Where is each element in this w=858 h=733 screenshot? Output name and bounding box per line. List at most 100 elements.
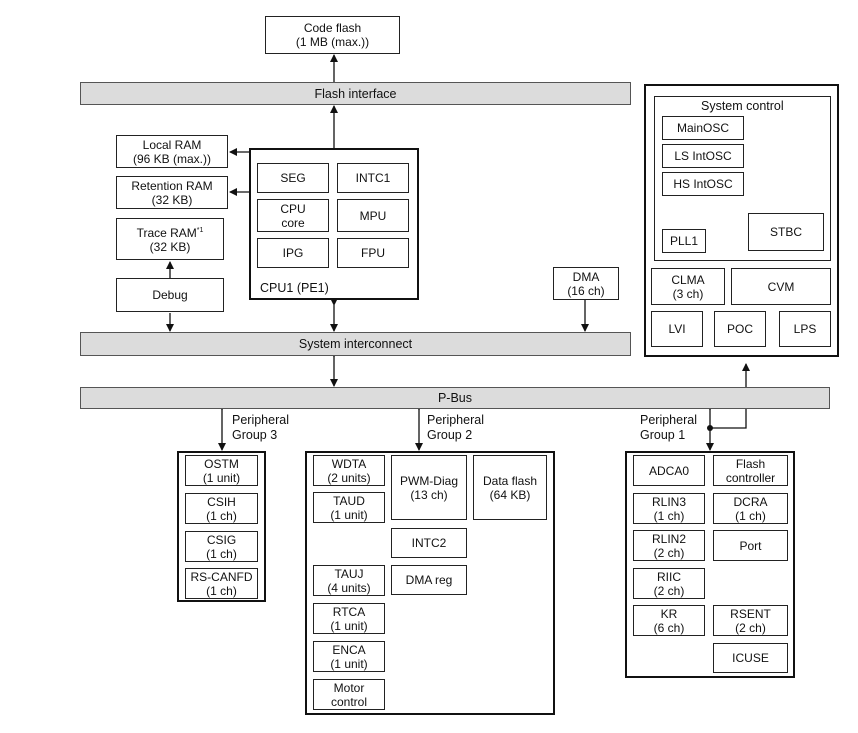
rsent-channels: (2 ch) bbox=[735, 620, 766, 635]
taud-box: TAUD (1 unit) bbox=[313, 492, 385, 523]
group3-label: Peripheral Group 3 bbox=[232, 413, 289, 443]
enca-title: ENCA bbox=[332, 642, 366, 657]
taud-units: (1 unit) bbox=[330, 507, 368, 522]
poc-label: POC bbox=[726, 322, 753, 336]
wdta-title: WDTA bbox=[331, 456, 367, 471]
rtca-units: (1 unit) bbox=[330, 618, 368, 633]
hs-intosc-box: HS IntOSC bbox=[662, 172, 744, 196]
rlin3-title: RLIN3 bbox=[651, 494, 686, 509]
system-interconnect-bar: System interconnect bbox=[80, 332, 631, 356]
data-flash-box: Data flash (64 KB) bbox=[473, 455, 547, 520]
rscanfd-box: RS-CANFD (1 ch) bbox=[185, 568, 258, 599]
pwm-diag-box: PWM-Diag (13 ch) bbox=[391, 455, 467, 520]
trace-ram-box: Trace RAM*1 (32 KB) bbox=[116, 218, 224, 260]
motor-control-box: Motor control bbox=[313, 679, 385, 710]
lps-label: LPS bbox=[793, 322, 817, 336]
system-control-title: System control bbox=[701, 99, 784, 113]
pwm-diag-title: PWM-Diag bbox=[399, 473, 458, 488]
port-box: Port bbox=[713, 530, 788, 561]
system-interconnect-label: System interconnect bbox=[298, 337, 413, 351]
mainosc-box: MainOSC bbox=[662, 116, 744, 140]
riic-channels: (2 ch) bbox=[653, 583, 685, 598]
taud-title: TAUD bbox=[333, 493, 365, 508]
ls-intosc-box: LS IntOSC bbox=[662, 144, 744, 168]
rlin3-box: RLIN3 (1 ch) bbox=[633, 493, 705, 524]
icuse-label: ICUSE bbox=[732, 651, 769, 665]
rscanfd-title: RS-CANFD bbox=[190, 569, 253, 584]
dma-box: DMA (16 ch) bbox=[553, 267, 619, 300]
hs-intosc-label: HS IntOSC bbox=[673, 177, 733, 191]
cpu-fpu-label: FPU bbox=[361, 246, 385, 260]
lvi-label: LVI bbox=[668, 322, 686, 336]
debug-label: Debug bbox=[152, 288, 188, 302]
rsent-title: RSENT bbox=[730, 606, 771, 621]
retention-ram-title: Retention RAM bbox=[131, 178, 213, 193]
group1-label-line2: Group 1 bbox=[640, 428, 686, 442]
intc2-label: INTC2 bbox=[411, 536, 447, 550]
pbus-label: P-Bus bbox=[437, 391, 473, 405]
group2-label-line2: Group 2 bbox=[427, 428, 473, 442]
group2-label-line1: Peripheral bbox=[427, 413, 484, 427]
ostm-title: OSTM bbox=[204, 456, 239, 471]
cpu-intc1-label: INTC1 bbox=[355, 171, 391, 185]
group3-label-line1: Peripheral bbox=[232, 413, 289, 427]
cpu-seg-label: SEG bbox=[280, 171, 306, 185]
flash-controller-line2: controller bbox=[725, 470, 776, 485]
group1-container bbox=[625, 451, 795, 678]
trace-ram-size: (32 KB) bbox=[149, 240, 191, 254]
dma-reg-box: DMA reg bbox=[391, 565, 467, 595]
riic-box: RIIC (2 ch) bbox=[633, 568, 705, 599]
riic-title: RIIC bbox=[657, 569, 681, 584]
ostm-box: OSTM (1 unit) bbox=[185, 455, 258, 486]
motor-control-line1: Motor bbox=[333, 680, 365, 695]
csih-box: CSIH (1 ch) bbox=[185, 493, 258, 524]
retention-ram-size: (32 KB) bbox=[151, 192, 193, 207]
clma-box: CLMA (3 ch) bbox=[651, 268, 725, 305]
csig-title: CSIG bbox=[206, 532, 237, 547]
enca-units: (1 unit) bbox=[330, 656, 368, 671]
icuse-box: ICUSE bbox=[713, 643, 788, 673]
cpu-ipg-label: IPG bbox=[282, 246, 304, 260]
motor-control-line2: control bbox=[330, 694, 368, 709]
stbc-box: STBC bbox=[748, 213, 824, 251]
lvi-box: LVI bbox=[651, 311, 703, 347]
cpu-seg: SEG bbox=[257, 163, 329, 193]
rsent-box: RSENT (2 ch) bbox=[713, 605, 788, 636]
pwm-diag-channels: (13 ch) bbox=[410, 487, 448, 502]
dma-channels: (16 ch) bbox=[567, 283, 605, 298]
kr-title: KR bbox=[660, 606, 678, 621]
lps-box: LPS bbox=[779, 311, 831, 347]
tauj-title: TAUJ bbox=[334, 566, 364, 581]
cpu-mpu-label: MPU bbox=[359, 208, 387, 223]
rtca-title: RTCA bbox=[332, 604, 366, 619]
rtca-box: RTCA (1 unit) bbox=[313, 603, 385, 634]
cvm-box: CVM bbox=[731, 268, 831, 305]
stbc-label: STBC bbox=[769, 225, 802, 239]
data-flash-title: Data flash bbox=[482, 473, 538, 488]
wdta-box: WDTA (2 units) bbox=[313, 455, 385, 486]
local-ram-box: Local RAM (96 KB (max.)) bbox=[116, 135, 228, 168]
flash-interface-label: Flash interface bbox=[314, 86, 397, 101]
group1-label-line1: Peripheral bbox=[640, 413, 697, 427]
rlin2-channels: (2 ch) bbox=[653, 545, 685, 560]
dcra-title: DCRA bbox=[733, 494, 768, 509]
group2-label: Peripheral Group 2 bbox=[427, 413, 484, 443]
port-label: Port bbox=[739, 538, 762, 553]
adca0-label: ADCA0 bbox=[648, 463, 689, 478]
code-flash-box: Code flash (1 MB (max.)) bbox=[265, 16, 400, 54]
kr-box: KR (6 ch) bbox=[633, 605, 705, 636]
flash-controller-line1: Flash bbox=[735, 456, 766, 471]
retention-ram-box: Retention RAM (32 KB) bbox=[116, 176, 228, 209]
cpu-fpu: FPU bbox=[337, 238, 409, 268]
group1-label: Peripheral Group 1 bbox=[640, 413, 697, 443]
cvm-label: CVM bbox=[767, 279, 795, 294]
cpu-core-line1: CPU bbox=[280, 201, 306, 216]
cpu-mpu: MPU bbox=[337, 199, 409, 232]
rlin3-channels: (1 ch) bbox=[653, 508, 685, 523]
cpu-intc1: INTC1 bbox=[337, 163, 409, 193]
cpu1-label: CPU1 (PE1) bbox=[260, 281, 329, 295]
dcra-box: DCRA (1 ch) bbox=[713, 493, 788, 524]
csih-title: CSIH bbox=[207, 494, 236, 509]
code-flash-size: (1 MB (max.)) bbox=[295, 35, 370, 49]
